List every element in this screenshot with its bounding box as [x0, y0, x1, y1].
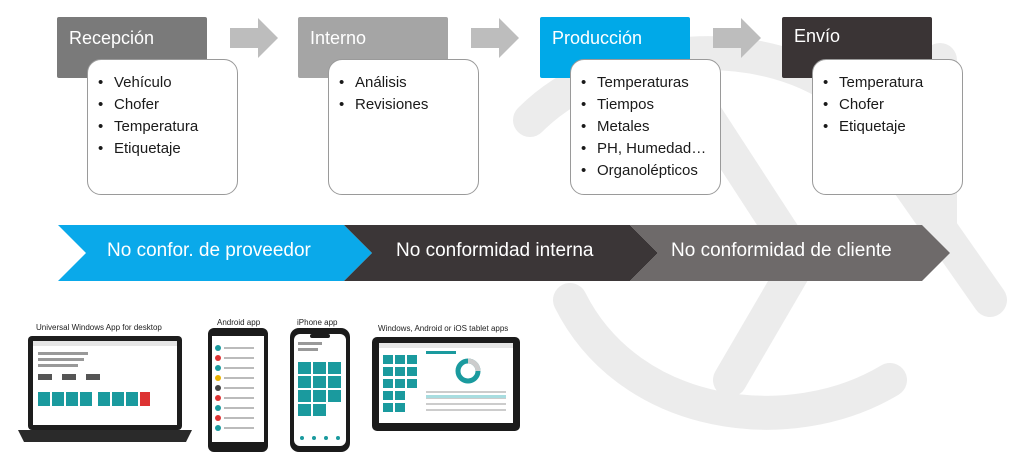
device-label-tablet: Windows, Android or iOS tablet apps [378, 324, 509, 333]
tablet-screenshot [372, 337, 520, 431]
list-item: Análisis [339, 72, 468, 94]
list-item: Vehículo [98, 72, 227, 94]
chevron-label-cliente: No conformidad de cliente [671, 240, 892, 261]
stage-title: Interno [310, 28, 367, 48]
list-item: Revisiones [339, 94, 468, 116]
device-label-desktop: Universal Windows App for desktop [36, 323, 162, 332]
list-item: Tiempos [581, 94, 710, 116]
iphone-screenshot [290, 328, 350, 452]
list-item: Etiquetaje [98, 138, 227, 160]
android-phone-screenshot [208, 328, 268, 452]
list-item: Chofer [98, 94, 227, 116]
list-item: Etiquetaje [823, 116, 952, 138]
nonconformity-chevron-band [58, 225, 950, 281]
device-label-iphone: iPhone app [297, 318, 338, 327]
chevron-label-proveedor: No confor. de proveedor [107, 240, 311, 261]
chevron-cliente [630, 225, 950, 281]
stage-interno-card: Análisis Revisiones [328, 59, 479, 195]
laptop-screenshot [18, 336, 192, 442]
chevron-label-interna: No conformidad interna [396, 240, 594, 261]
chevron-interna [344, 225, 658, 281]
stage-title: Envío [794, 26, 841, 46]
list-item: PH, Humedad… [581, 138, 710, 160]
right-arrow-icon [471, 18, 519, 58]
right-arrow-icon [230, 18, 278, 58]
chevron-proveedor [58, 225, 372, 281]
list-item: Organolépticos [581, 160, 710, 182]
list-item: Temperatura [98, 116, 227, 138]
device-label-android: Android app [217, 318, 261, 327]
stage-title: Producción [552, 28, 643, 48]
stage-envio-card: Temperatura Chofer Etiquetaje [812, 59, 963, 195]
list-item: Temperaturas [581, 72, 710, 94]
list-item: Metales [581, 116, 710, 138]
right-arrow-icon [713, 18, 761, 58]
stage-produccion-card: Temperaturas Tiempos Metales PH, Humedad… [570, 59, 721, 195]
list-item: Chofer [823, 94, 952, 116]
stage-recepcion-card: Vehículo Chofer Temperatura Etiquetaje [87, 59, 238, 195]
list-item: Temperatura [823, 72, 952, 94]
stage-title: Recepción [69, 28, 155, 48]
